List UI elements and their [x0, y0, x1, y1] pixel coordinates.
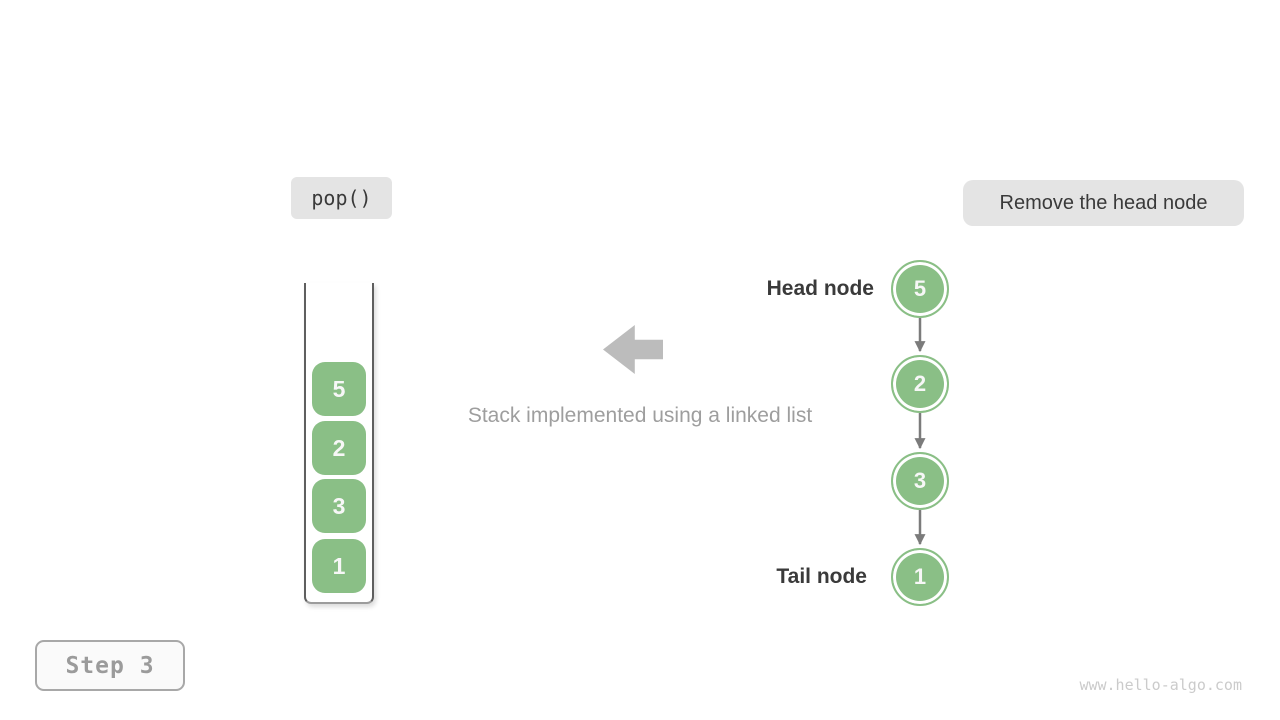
linked-list-node: 1	[891, 548, 949, 606]
stack-item: 2	[312, 421, 366, 475]
pop-operation-badge: pop()	[291, 177, 392, 219]
linked-list-node: 2	[891, 355, 949, 413]
stack-item: 5	[312, 362, 366, 416]
remove-head-node-badge: Remove the head node	[963, 180, 1244, 226]
stack-container: 5 2 3 1	[304, 283, 374, 604]
left-block-arrow-icon	[603, 325, 663, 374]
tail-node-label: Tail node	[776, 565, 867, 588]
linked-list-node: 3	[891, 452, 949, 510]
watermark: www.hello-algo.com	[1079, 676, 1242, 694]
stack-item: 3	[312, 479, 366, 533]
linked-list-node: 5	[891, 260, 949, 318]
head-node-label: Head node	[766, 277, 874, 300]
stack-item: 1	[312, 539, 366, 593]
linked-list-arrows	[914, 318, 926, 546]
diagram-caption: Stack implemented using a linked list	[467, 404, 813, 427]
step-badge: Step 3	[35, 640, 185, 691]
